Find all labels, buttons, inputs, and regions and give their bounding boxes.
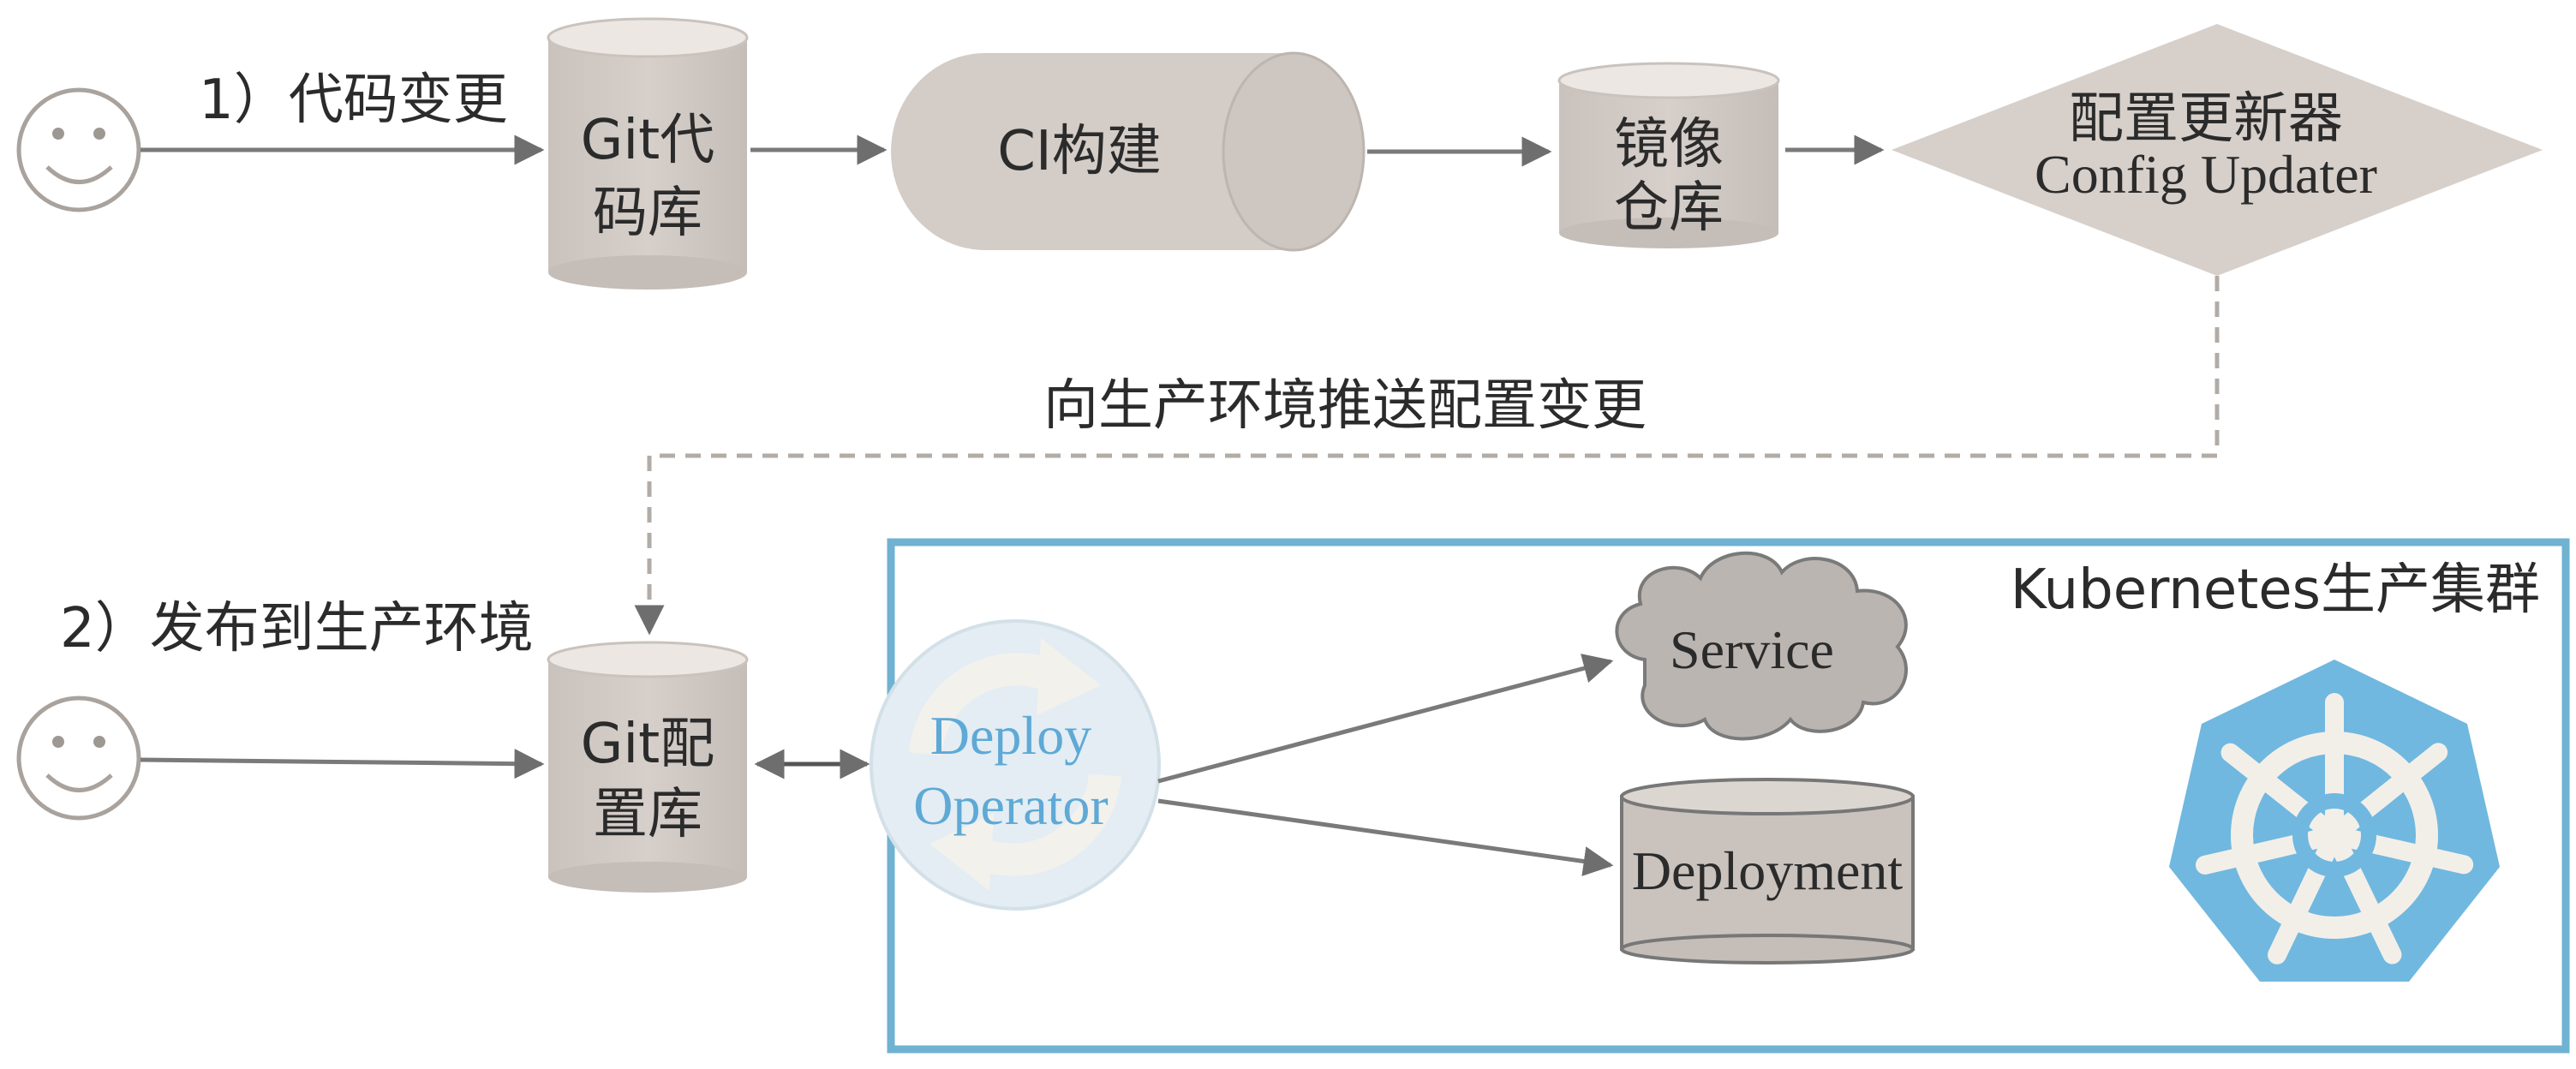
git-config-repo-cylinder (547, 641, 749, 893)
config-updater-label-en: Config Updater (2035, 144, 2377, 205)
config-updater-label-cn: 配置更新器 (2069, 87, 2343, 151)
edge-user-to-git-config-repo (140, 749, 545, 779)
service-label: Service (1670, 619, 1834, 680)
refresh-cycle-icon (909, 638, 1121, 891)
deploy-operator-label-line2: Operator (913, 775, 1108, 836)
step-1-label: 1）代码变更 (199, 69, 508, 132)
edge-operator-to-deployment (1157, 798, 1614, 876)
git-config-repo-label-line2: 置库 (593, 783, 702, 846)
ci-build-label: CI构建 (997, 120, 1162, 183)
deploy-operator-node (870, 619, 1161, 911)
push-config-label: 向生产环境推送配置变更 (1043, 374, 1647, 438)
git-code-repo-label-line1: Git代 (581, 109, 714, 172)
git-config-repo-label-line1: Git配 (581, 713, 714, 776)
image-repo-label-line2: 仓库 (1614, 176, 1724, 240)
kubernetes-cluster-label: Kubernetes生产集群 (2011, 558, 2540, 622)
kubernetes-helm-icon (2169, 660, 2500, 982)
step-2-label: 2）发布到生产环境 (60, 597, 534, 660)
image-repo-label-line1: 镜像 (1614, 113, 1724, 176)
deployment-label: Deployment (1632, 840, 1904, 901)
image-repo-cylinder (1557, 62, 1780, 248)
ci-build-pipe (891, 51, 1366, 252)
user-2-smiley-face-icon (16, 696, 141, 821)
edge-operator-to-service (1157, 654, 1614, 784)
user-1-smiley-face-icon (16, 87, 141, 212)
config-updater-diamond (1892, 24, 2543, 276)
service-cloud (1615, 551, 1908, 741)
deployment-cylinder (1620, 778, 1915, 964)
git-code-repo-label-line2: 码库 (593, 182, 702, 245)
git-code-repo-cylinder (547, 17, 749, 290)
deploy-operator-label-line1: Deploy (930, 705, 1091, 766)
edge-config-updater-to-git-config-repo (634, 276, 2220, 636)
